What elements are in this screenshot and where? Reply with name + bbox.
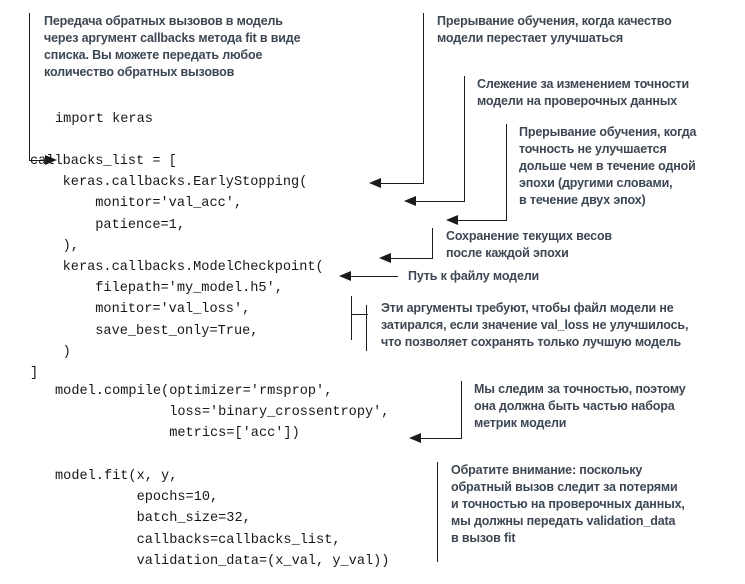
annotation-interrupt-patience: Прерывание обучения, когда точность не у…: [519, 125, 697, 207]
leader-elbow-metrics-note: [420, 438, 462, 439]
leader-elbow-save-weights: [390, 258, 433, 259]
arrow-head-monitor-accuracy: [404, 196, 416, 206]
code-import-keras: import keras: [55, 112, 153, 127]
arrow-head-interrupt-patience: [446, 215, 458, 225]
leader-bar-validation-note: [437, 462, 438, 562]
annotation-validation-note: Обратите внимание: поскольку обратный вы…: [451, 463, 685, 545]
leader-elbow-monitor-accuracy: [415, 201, 465, 202]
annotation-model-file-path: Путь к файлу модели: [408, 269, 540, 283]
annotation-monitor-accuracy: Слежение за изменением точности модели н…: [477, 77, 690, 108]
arrow-head-metrics-note: [409, 433, 421, 443]
code-model-compile: model.compile(optimizer='rmsprop', loss=…: [55, 384, 390, 442]
annotation-save-weights: Сохранение текущих весов после каждой эп…: [446, 229, 612, 260]
bracket-stem-overwrite-rule: [351, 314, 368, 315]
leader-bar-monitor-accuracy: [464, 76, 465, 201]
leader-bar-interrupt-training: [423, 13, 424, 183]
leader-elbow-interrupt-patience: [457, 220, 507, 221]
annotation-metrics-note: Мы следим за точностью, поэтому она долж…: [474, 382, 686, 430]
leader-line-model-file-path: [350, 276, 398, 277]
leader-bar-metrics-note: [461, 381, 462, 438]
annotation-pass-callbacks: Передача обратных вызовов в модель через…: [44, 14, 301, 79]
leader-bar-interrupt-patience: [506, 124, 507, 220]
leader-bar-save-weights: [432, 228, 433, 258]
arrow-head-pass-callbacks: [45, 155, 57, 165]
code-model-fit: model.fit(x, y, epochs=10, batch_size=32…: [55, 469, 390, 569]
code-callbacks-list: callbacks_list = [ keras.callbacks.Early…: [30, 154, 324, 382]
leader-bar-pass-callbacks: [29, 13, 30, 160]
annotation-overwrite-rule: Эти аргументы требуют, чтобы файл модели…: [381, 301, 689, 349]
annotation-interrupt-training: Прерывание обучения, когда качество моде…: [437, 14, 672, 45]
bracket-left-overwrite-rule: [351, 296, 352, 340]
arrow-head-interrupt-training: [369, 178, 381, 188]
leader-elbow-interrupt-training: [380, 183, 424, 184]
bracket-right-overwrite-rule: [366, 305, 367, 351]
arrow-head-model-file-path: [339, 271, 351, 281]
arrow-head-save-weights: [379, 253, 391, 263]
leader-elbow-pass-callbacks: [29, 160, 47, 161]
